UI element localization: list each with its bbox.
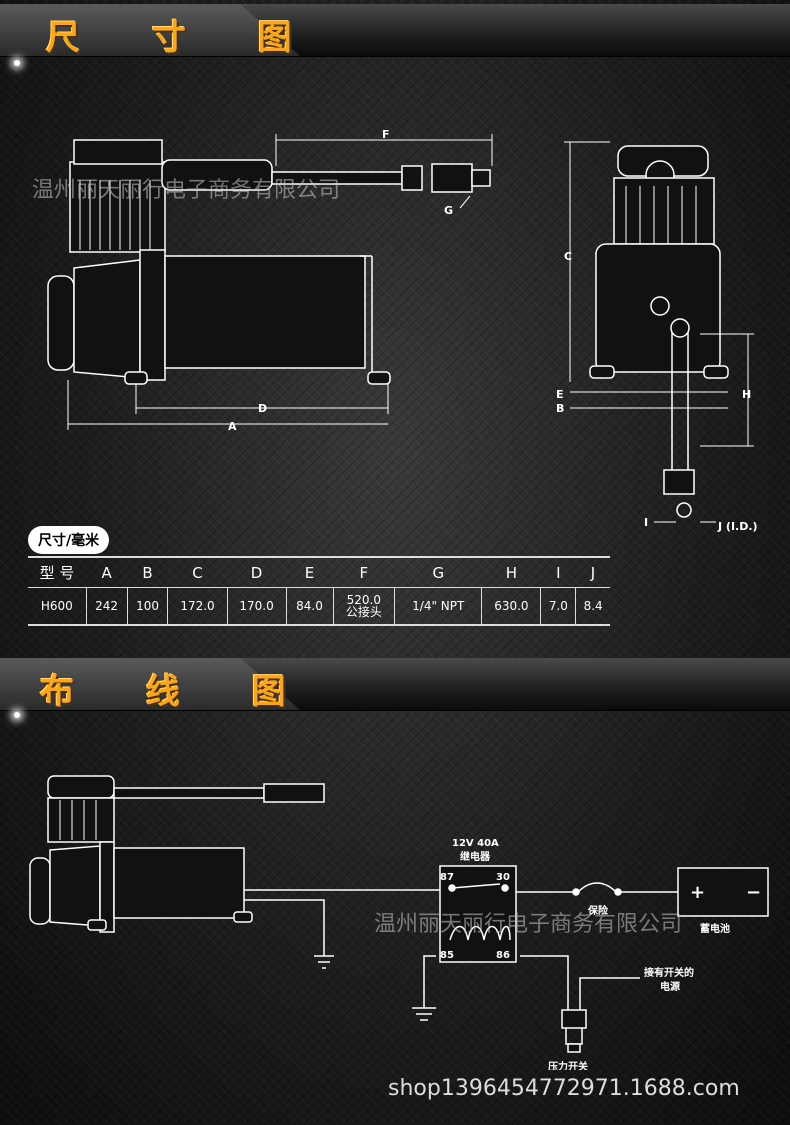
battery-label: 蓄电池 [700, 922, 730, 935]
table-header: G [394, 556, 482, 588]
table-cell: 520.0 公接头 [332, 587, 395, 626]
pin-87: 87 [440, 872, 454, 883]
table-cell: 1/4" NPT [394, 587, 482, 626]
table-cell: 7.0 [540, 587, 576, 626]
table-header: B [127, 556, 168, 588]
switched-power-label: 接有开关的 [644, 966, 694, 979]
table-cell: 8.4 [575, 587, 610, 626]
table-header: D [227, 556, 287, 588]
pin-85: 85 [440, 950, 454, 961]
pin-30: 30 [496, 872, 510, 883]
section-title-dimensions: 尺 寸 图 [46, 18, 322, 58]
label-a: A [228, 420, 237, 433]
battery-plus: + [690, 882, 705, 903]
label-d: D [258, 402, 267, 415]
sparkle-icon [14, 60, 20, 66]
table-header: 型 号 [28, 556, 87, 588]
pin-86: 86 [496, 950, 510, 961]
g-value: 520.0 [346, 593, 381, 607]
g-note: 公接头 [345, 605, 382, 619]
battery [677, 867, 769, 917]
table-cell: H600 [28, 587, 87, 626]
label-e: E [556, 388, 564, 401]
section-title-wiring: 布 线 图 [40, 672, 316, 712]
sparkle-icon [14, 712, 20, 718]
table-cell: 170.0 [226, 587, 287, 626]
table-row: H600 242 100 172.0 170.0 84.0 520.0 公接头 … [28, 587, 610, 626]
fuse-label: 保险 [587, 904, 609, 917]
section-header-dimensions: 尺 寸 图 [0, 4, 790, 66]
table-cell: 172.0 [167, 587, 228, 626]
label-h: H [742, 388, 751, 401]
table-header: A [86, 556, 128, 588]
label-f: F [382, 128, 390, 141]
header-tab [0, 658, 300, 710]
label-j: J (I.D.) [717, 520, 758, 533]
table-cell: 100 [126, 587, 168, 626]
compressor-wiring-view [29, 775, 325, 933]
table-header: I [540, 556, 576, 588]
table-header: H [481, 556, 541, 588]
dimension-drawing: F G D A C E B H I J (I.D.) [47, 128, 758, 533]
table-cell: 242 [85, 587, 128, 626]
label-b: B [556, 402, 564, 415]
section-header-wiring: 布 线 图 [0, 658, 790, 718]
spec-table: 型 号 A B C D E F G H I J H600 242 100 172… [28, 556, 610, 626]
pressure-switch-label: 压力开关 [548, 1060, 588, 1070]
dimension-unit-label: 尺寸/毫米 [28, 526, 110, 554]
table-cell: 630.0 [481, 587, 541, 626]
battery-minus: − [746, 882, 761, 903]
fuse [577, 882, 617, 893]
switched-power-label-2: 电源 [660, 980, 680, 993]
relay-name-label: 继电器 [460, 850, 491, 863]
watermark-top: 温州丽天丽行电子商务有限公司 [32, 178, 341, 203]
label-g: G [444, 204, 453, 217]
compressor-end-view [589, 145, 729, 518]
wiring-diagram: 12V 40A 继电器 87 30 85 86 保险 蓄电池 + − 接有开关的… [29, 775, 769, 1070]
table-header: C [167, 556, 228, 588]
compressor-side-view [47, 139, 491, 385]
shop-url: shop1396454772971.1688.com [388, 1076, 740, 1101]
watermark-bottom: 温州丽天丽行电子商务有限公司 [374, 912, 683, 937]
relay-box [439, 865, 517, 963]
label-i: I [644, 516, 648, 529]
table-cell: 84.0 [285, 587, 333, 626]
table-header: E [286, 556, 333, 588]
table-header: F [333, 556, 395, 588]
label-c: C [564, 250, 572, 263]
header-tab [0, 4, 300, 56]
relay-spec-label: 12V 40A [452, 838, 499, 849]
table-header-row: 型 号 A B C D E F G H I J [28, 556, 610, 588]
table-header: J [575, 556, 610, 588]
